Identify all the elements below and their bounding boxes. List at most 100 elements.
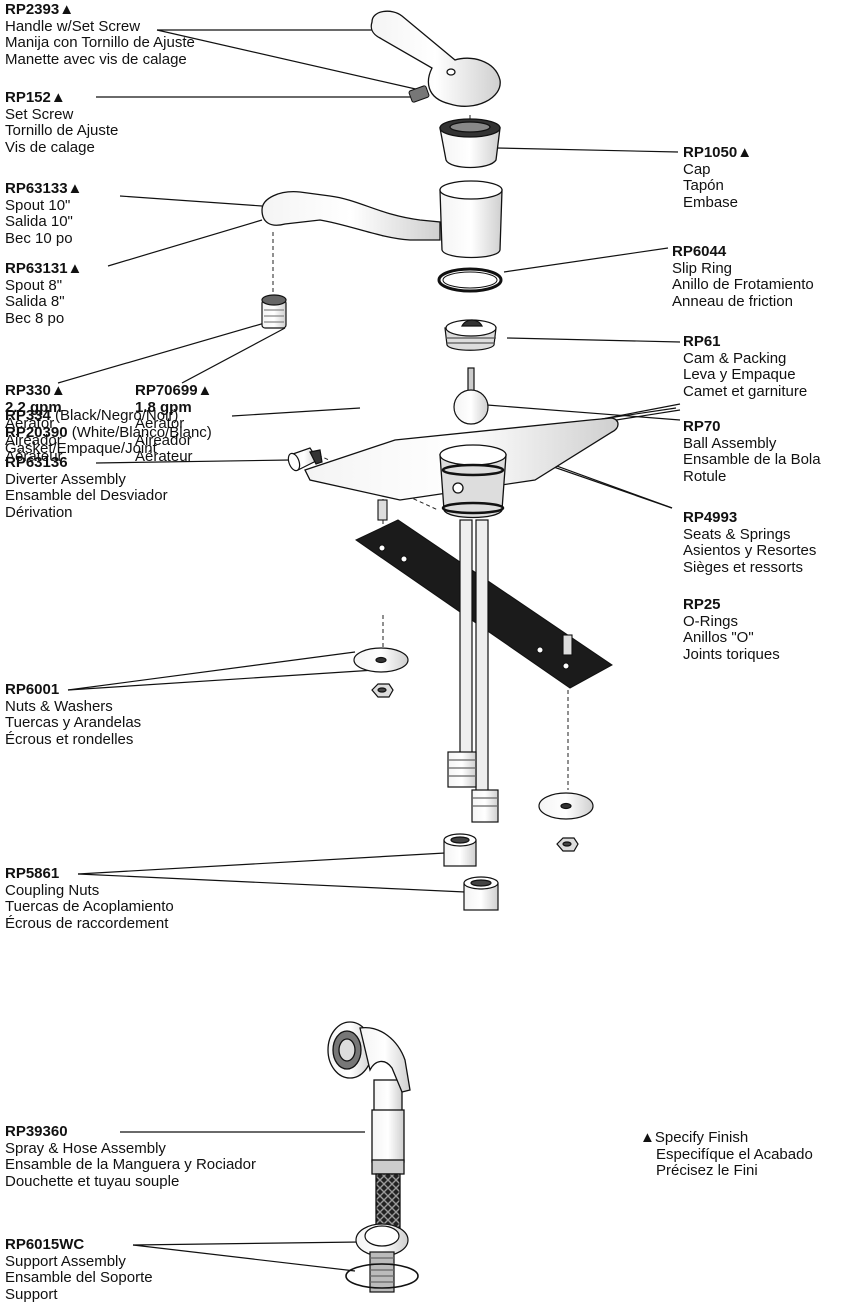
part-desc-es: Ensamble de la Bola [683,451,821,468]
part-desc-en: Handle w/Set Screw [5,17,141,35]
part-desc-fr: Dérivation [5,503,73,521]
part-desc-fr: Écrous de raccordement [5,914,169,932]
part-desc-fr: Bec 10 po [5,229,73,247]
finish-note-fr: Précisez le Fini [656,1162,758,1179]
part-label-set-screw: RP152▲ Set Screw Tornillo de Ajuste Vis … [5,89,119,156]
part-number: RP5861 [5,865,60,882]
part-desc-es: Tuercas de Acoplamiento [5,898,174,915]
part-desc-fr: Douchette et tuyau souple [5,1172,180,1190]
part-desc-es: Ensamble del Soporte [5,1269,153,1286]
part-desc-fr: Camet et garniture [683,382,808,400]
part-number: RP39360 [5,1123,68,1140]
part-number: RP4993 [683,509,738,526]
part-label-spout-8: RP63131▲ Spout 8" Salida 8" Bec 8 po [5,260,83,327]
part-desc-es: Manija con Tornillo de Ajuste [5,34,195,51]
part-desc-es: Asientos y Resortes [683,542,817,559]
diverter-drawing [287,447,323,472]
part-desc-en: Aerator [135,415,185,432]
part-label-aerator-22: RP330▲ 2.2 gpm Aerator Aireador Aérateur [5,382,66,466]
flow-rate: 1.8 gpm [135,398,192,416]
studs-drawing [377,499,573,656]
part-desc-es: Aireador [135,431,192,449]
part-desc-es: Ensamble de la Manguera y Rociador [5,1156,256,1173]
part-desc-en: Ball Assembly [683,434,777,452]
part-desc-es: Salida 10" [5,213,73,230]
part-label-spray-hose: RP39360 Spray & Hose Assembly Ensamble d… [5,1123,256,1190]
washers-nuts-drawing [353,647,594,852]
part-desc-en: Nuts & Washers [5,697,113,715]
part-desc-en: Aerator [5,415,55,432]
part-desc-fr: Rotule [683,467,727,485]
aerator-drawing [261,294,287,329]
part-desc-es: Anillo de Frotamiento [672,276,814,293]
part-label-nuts-washers: RP6001 Nuts & Washers Tuercas y Arandela… [5,681,142,748]
part-label-gasket-real: RP334 (Black/Negro/Noir) RP20390 (White/… [5,407,212,458]
part-label-seats-springs: RP4993 Seats & Springs Asientos y Resort… [683,509,817,576]
part-desc-es: Aireador [5,431,62,449]
part-label-cam-packing: RP61 Cam & Packing Leva y Empaque Camet … [683,333,808,400]
part-label-spout-10: RP63133▲ Spout 10" Salida 10" Bec 10 po [5,180,83,247]
part-number: RP1050▲ [683,144,753,161]
part-desc-es: Tuercas y Arandelas [5,714,142,731]
part-label-handle: RP2393▲ Handle w/Set Screw Manija con To… [5,1,195,68]
part-desc-fr: Manette avec vis de calage [5,50,187,68]
slip-ring-drawing [437,267,503,293]
part-number: RP63133▲ [5,180,83,197]
part-number: RP63131▲ [5,260,83,277]
finish-note-es: Especifíque el Acabado [656,1145,813,1163]
part-desc-fr: Embase [683,193,739,211]
part-desc-en: Coupling Nuts [5,881,100,899]
part-number: RP63136 [5,454,68,471]
part-desc-en: Slip Ring [672,259,733,277]
part-desc-en: Cam & Packing [683,349,787,367]
cam-packing-drawing [444,319,497,351]
part-number: RP70699▲ [135,382,213,399]
part-number: RP25 [683,596,721,613]
part-desc-es: Leva y Empaque [683,366,796,383]
part-desc-fr: Bec 8 po [5,309,65,327]
part-label-diverter: RP63136 Diverter Assembly Ensamble del D… [5,454,168,521]
finish-note: ▲Specify Finish Especifíque el Acabado P… [640,1129,813,1180]
part-desc-fr: Anneau de friction [672,292,793,310]
part-label-coupling-nuts: RP5861 Coupling Nuts Tuercas de Acoplami… [5,865,174,932]
gasket-part-line-1: RP334 (Black/Negro/Noir) [5,407,212,425]
part-number: RP61 [683,333,721,350]
part-desc-es: Tapón [683,177,724,194]
part-desc-en: Spout 10" [5,196,71,214]
finish-note-en: ▲Specify Finish [640,1129,749,1146]
part-number-note: (Black/Negro/Noir) [55,407,179,424]
faucet-body-drawing [304,417,619,519]
part-desc-es: Ensamble del Desviador [5,487,168,504]
part-desc-en: Spray & Hose Assembly [5,1139,166,1157]
part-desc-es: Tornillo de Ajuste [5,122,119,139]
cap-drawing [439,118,501,169]
part-label-aerator-18: RP70699▲ 1.8 gpm Aerator Aireador Aérate… [135,382,213,466]
part-desc-en: Seats & Springs [683,525,791,543]
handle-drawing [370,10,501,107]
part-number: RP2393▲ [5,1,75,18]
part-number: RP6015WC [5,1236,85,1253]
part-desc-en: Cap [683,160,711,178]
support-drawing [345,1223,419,1293]
ball-drawing [453,367,489,425]
part-desc-en: O-Rings [683,612,739,630]
supply-tubes-drawing [447,519,499,823]
part-number: RP152▲ [5,89,66,106]
part-desc-fr: Vis de calage [5,138,95,156]
part-number-2: RP20390 [5,423,68,441]
part-label-support: RP6015WC Support Assembly Ensamble del S… [5,1236,153,1303]
spray-hose-drawing [327,1021,411,1241]
part-label-ball: RP70 Ball Assembly Ensamble de la Bola R… [683,418,821,485]
part-desc-en: Support Assembly [5,1252,126,1270]
part-number: RP330▲ [5,382,66,399]
part-desc-en: Spout 8" [5,276,63,294]
part-label-cap: RP1050▲ Cap Tapón Embase [683,144,753,211]
set-screw-drawing [408,85,430,103]
flow-rate: 2.2 gpm [5,398,62,416]
part-desc: Gasket/Empaque/Joint [5,440,157,457]
coupling-nuts-drawing [443,833,499,911]
part-desc-en: Diverter Assembly [5,470,126,488]
part-number-2-note: (White/Blanco/Blanc) [71,423,212,441]
part-desc-es: Salida 8" [5,293,65,310]
part-number: RP6044 [672,243,727,260]
